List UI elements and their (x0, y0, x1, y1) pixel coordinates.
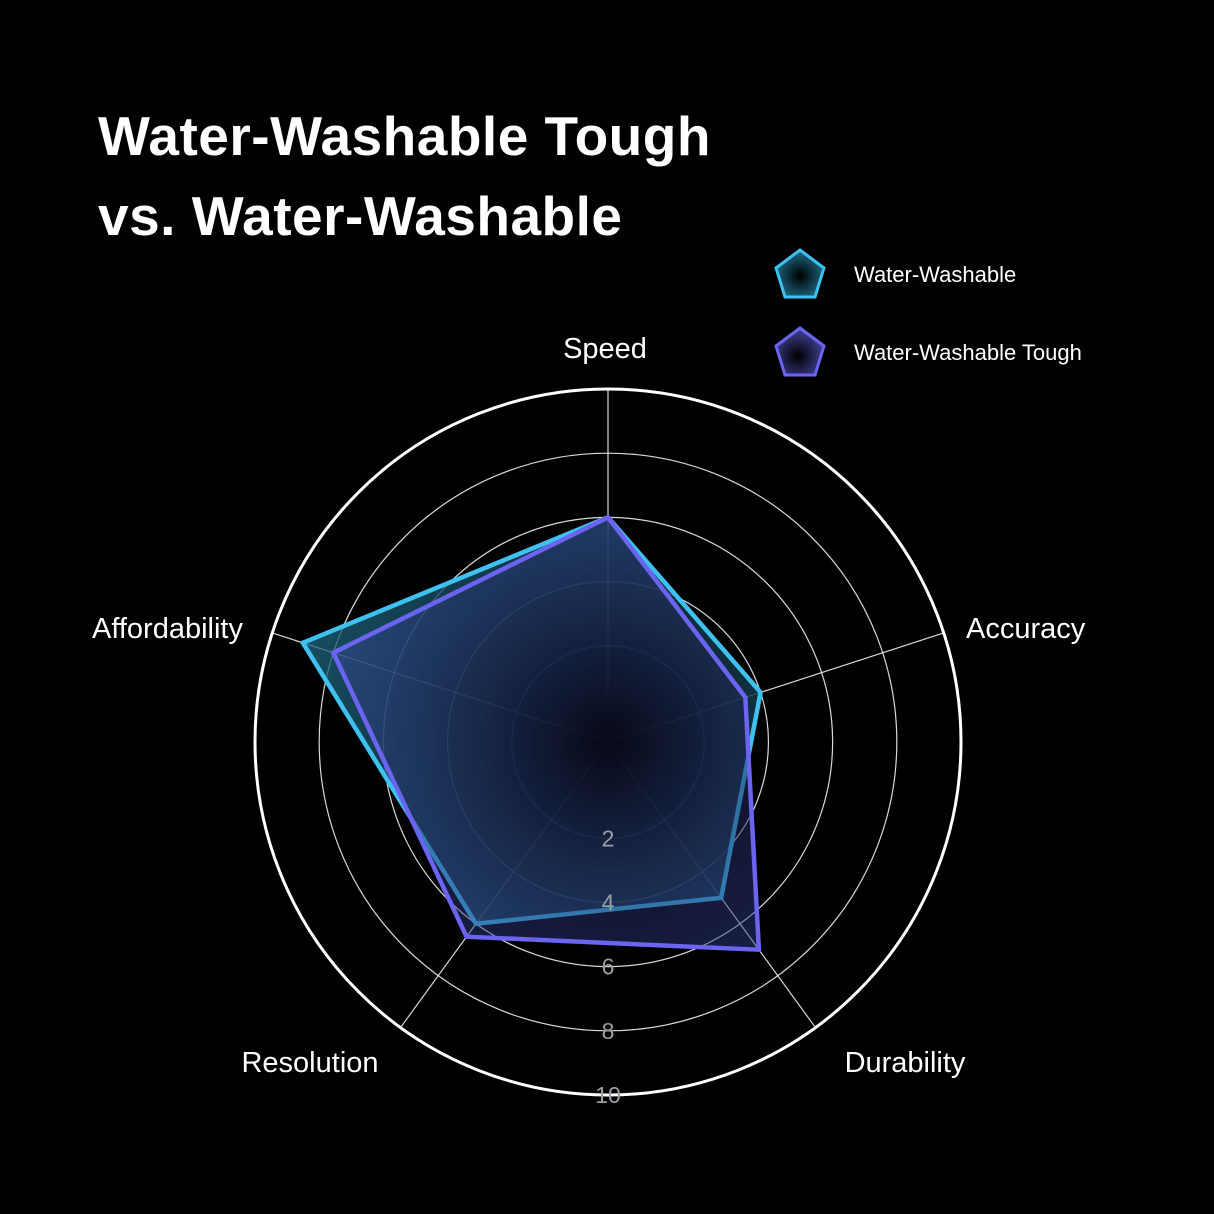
chart-title: Water-Washable Tough vs. Water-Washable (98, 96, 711, 256)
pentagon-icon (774, 248, 826, 299)
legend-label: Water-Washable (854, 262, 1017, 287)
category-label-durability: Durability (845, 1047, 966, 1079)
category-label-speed: Speed (563, 333, 647, 365)
legend: Water-Washable Water-Washable Tough (770, 236, 1082, 392)
radial-tick-label: 2 (602, 825, 615, 851)
legend-label: Water-Washable Tough (854, 340, 1082, 365)
radial-tick-label: 8 (602, 1018, 615, 1044)
category-label-affordability: Affordability (92, 613, 243, 645)
radial-tick-labels: 2 4 6 8 10 (595, 825, 621, 1108)
series-polygon-water-washable-tough[interactable] (330, 514, 762, 953)
radial-tick-label: 4 (602, 889, 615, 915)
legend-item-water-washable[interactable]: Water-Washable (770, 236, 1082, 314)
legend-item-water-washable-tough[interactable]: Water-Washable Tough (770, 314, 1082, 392)
category-label-accuracy: Accuracy (966, 613, 1086, 645)
chart-title-line-1: Water-Washable Tough (98, 105, 711, 167)
category-label-resolution: Resolution (241, 1047, 378, 1079)
radial-tick-label: 10 (595, 1082, 621, 1108)
chart-title-line-2: vs. Water-Washable (98, 185, 623, 247)
radial-tick-label: 6 (602, 954, 615, 980)
radar-series (299, 514, 764, 953)
pentagon-icon (774, 326, 826, 377)
